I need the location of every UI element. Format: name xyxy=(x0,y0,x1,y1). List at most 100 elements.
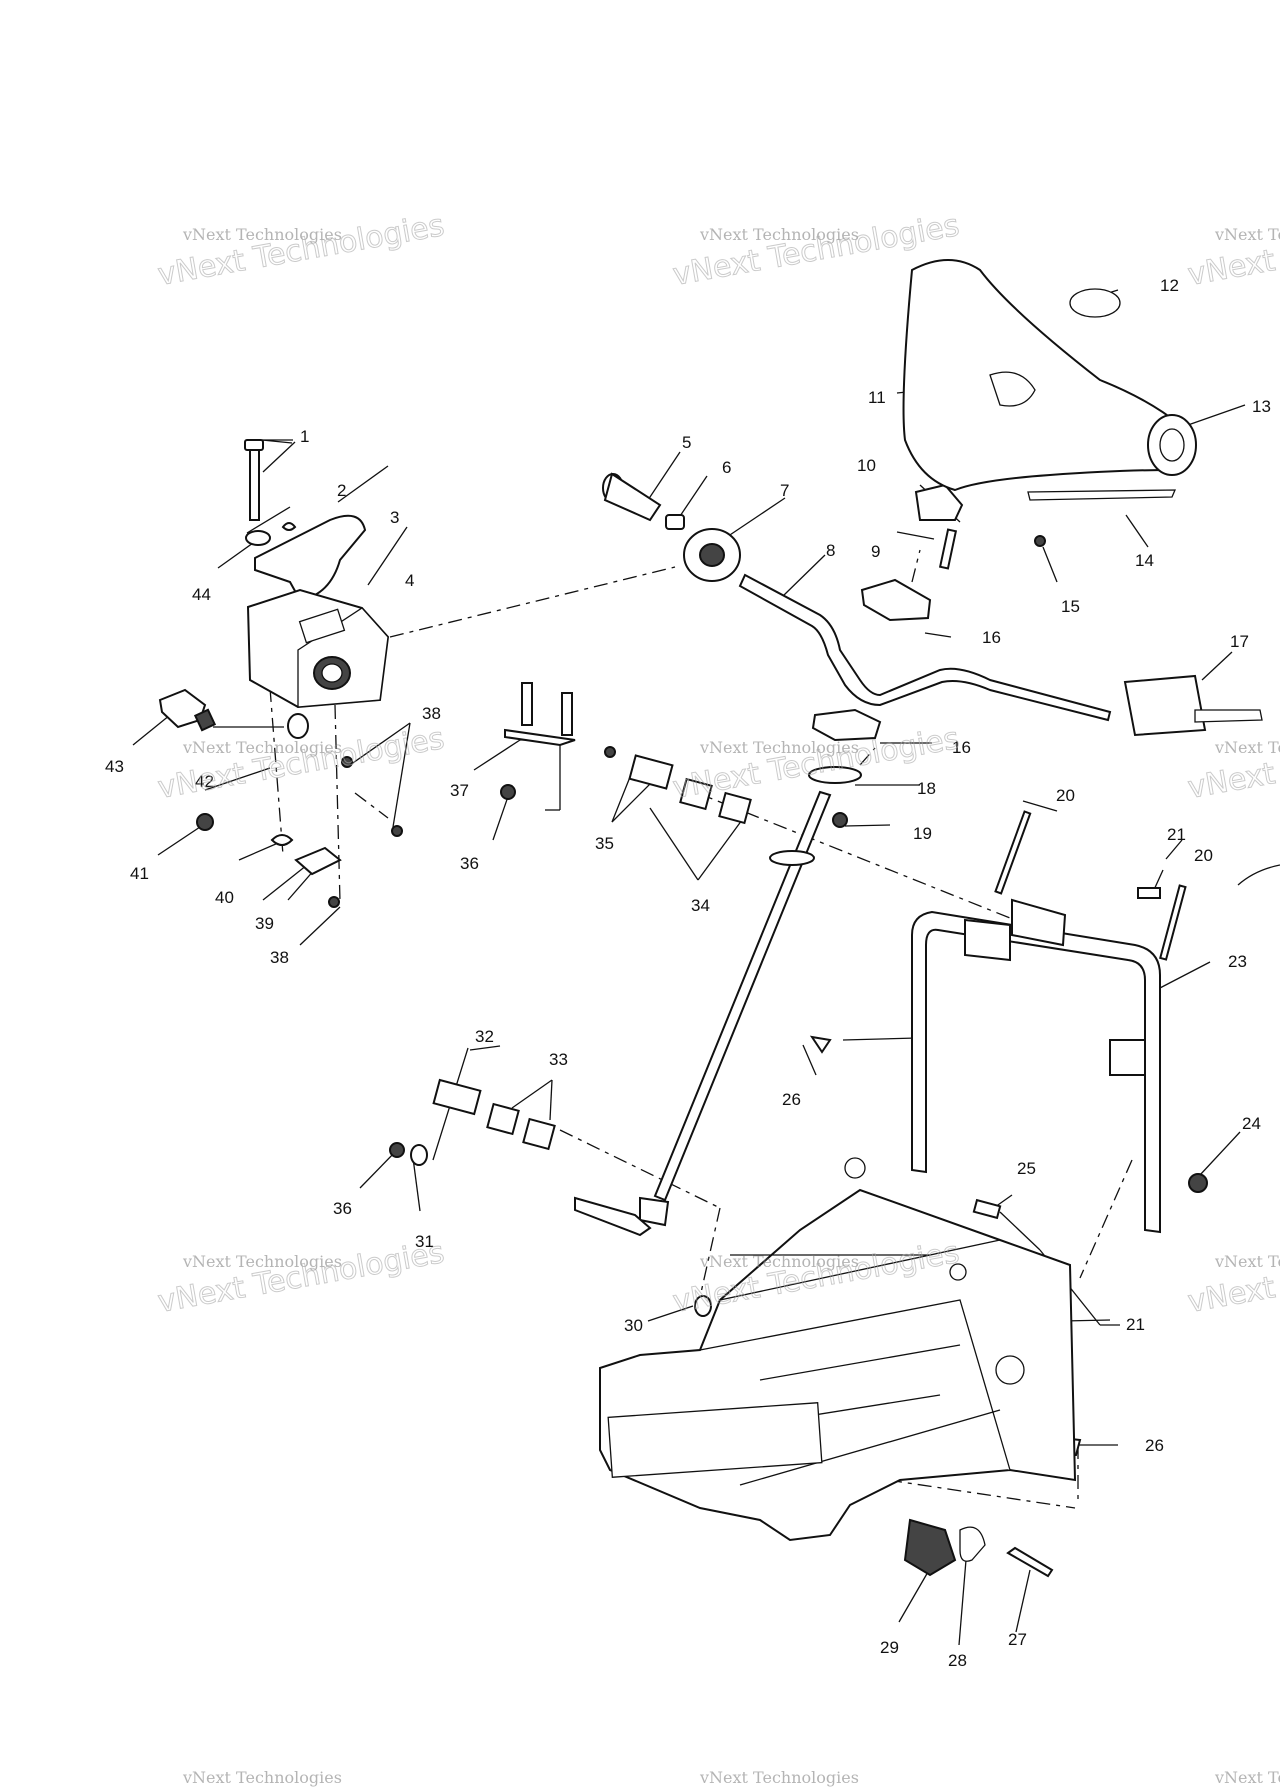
part-34-bushings xyxy=(679,777,752,825)
part-6-bushing xyxy=(665,514,685,530)
callout-37: 37 xyxy=(450,781,469,800)
watermark-big-7: vNext Technologies xyxy=(155,1235,447,1320)
part-3-bracket xyxy=(254,514,367,602)
callout-28: 28 xyxy=(948,1651,967,1670)
callout-42: 42 xyxy=(195,772,214,791)
part-20-bolt xyxy=(994,810,1032,895)
watermark-big-1: vNext Technologies xyxy=(155,208,447,293)
callout-13: 13 xyxy=(1252,397,1271,416)
part-19-nut xyxy=(832,812,848,828)
part-26-pushpin xyxy=(809,1035,832,1054)
callout-26b: 26 xyxy=(1145,1436,1164,1455)
part-9-pin xyxy=(938,528,958,570)
callout-41: 41 xyxy=(130,864,149,883)
callout-17: 17 xyxy=(1230,632,1249,651)
part-21-bolt xyxy=(1137,887,1161,899)
part-42-washer xyxy=(287,713,309,739)
callout-36: 36 xyxy=(460,854,479,873)
assembly-lines xyxy=(269,549,1133,1509)
callout-27: 27 xyxy=(1008,1630,1027,1649)
watermark-small-11: vNext Technologies xyxy=(699,1768,859,1787)
callout-35: 35 xyxy=(595,834,614,853)
part-38-screw-3 xyxy=(391,825,403,837)
part-38-screw-2 xyxy=(341,756,353,768)
callout-16b: 16 xyxy=(952,738,971,757)
callout-29: 29 xyxy=(880,1638,899,1657)
callout-12: 12 xyxy=(1160,276,1179,295)
part-partial-edge xyxy=(1237,864,1280,886)
callout-20: 20 xyxy=(1056,786,1075,805)
callout-8: 8 xyxy=(826,541,835,560)
callout-14: 14 xyxy=(1135,551,1154,570)
callout-33: 33 xyxy=(549,1050,568,1069)
callout-18: 18 xyxy=(917,779,936,798)
callout-32: 32 xyxy=(475,1027,494,1046)
part-16-clamp-2 xyxy=(811,708,882,742)
callout-2: 2 xyxy=(337,481,346,500)
callout-4: 4 xyxy=(405,571,414,590)
callout-30: 30 xyxy=(624,1316,643,1335)
part-10-clamp xyxy=(914,483,964,521)
part-33-bushing-2 xyxy=(522,1117,556,1151)
callout-21b: 21 xyxy=(1126,1315,1145,1334)
part-8-handlebar xyxy=(738,573,1112,722)
callout-25: 25 xyxy=(1017,1159,1036,1178)
part-1-bolt xyxy=(244,439,264,521)
part-23-steering-frame xyxy=(911,898,1161,1234)
part-16-clamp xyxy=(860,578,932,622)
callout-38: 38 xyxy=(422,704,441,723)
part-2-clip xyxy=(281,522,297,531)
watermark-big-9: vNext Technologies xyxy=(1185,1235,1280,1320)
part-17-throttle-control xyxy=(1123,674,1263,737)
part-13-handlebar-pad xyxy=(902,259,1197,492)
part-20-bolt-2 xyxy=(1159,884,1187,961)
callout-11: 11 xyxy=(868,388,886,407)
part-4-steering-block xyxy=(246,588,390,709)
callout-10: 10 xyxy=(857,456,876,475)
part-41-nut xyxy=(196,813,214,831)
part-5-grip xyxy=(602,472,662,522)
part-27-fastener xyxy=(1006,1546,1054,1578)
part-15-screw xyxy=(1034,535,1046,547)
callout-7: 7 xyxy=(780,481,789,500)
part-36-nut-2 xyxy=(389,1142,405,1158)
callout-26: 26 xyxy=(782,1090,801,1109)
watermark-small-9: vNext Technologies xyxy=(1214,1252,1280,1271)
part-38-screw xyxy=(328,896,340,908)
callout-6: 6 xyxy=(722,458,731,477)
part-32-bushing xyxy=(432,1078,482,1116)
part-36-nut xyxy=(500,784,516,800)
part-18-washer xyxy=(808,766,862,784)
callout-16: 16 xyxy=(982,628,1001,647)
watermark-big-6: vNext Technologies xyxy=(1185,721,1280,806)
part-29-reflector xyxy=(903,1518,957,1577)
callout-39: 39 xyxy=(255,914,274,933)
callout-19: 19 xyxy=(913,824,932,843)
part-31-washer xyxy=(410,1144,428,1166)
callout-31: 31 xyxy=(415,1232,434,1251)
watermark-small-1: vNext Technologies xyxy=(182,225,342,244)
part-33-bushing xyxy=(486,1102,520,1136)
callout-5: 5 xyxy=(682,433,691,452)
callout-44: 44 xyxy=(192,585,211,604)
watermark-small-10: vNext Technologies xyxy=(182,1768,342,1787)
callout-40: 40 xyxy=(215,888,234,907)
callout-1: 1 xyxy=(300,427,309,446)
watermark-small-12: vNext Technologies xyxy=(1214,1768,1280,1787)
watermark-small-4: vNext Technologies xyxy=(182,738,342,757)
watermark-small-7: vNext Technologies xyxy=(182,1252,342,1271)
part-24-nut xyxy=(1188,1173,1208,1193)
part-25-bolt xyxy=(972,1198,1002,1220)
callout-24: 24 xyxy=(1242,1114,1261,1133)
part-43-switch xyxy=(158,688,217,732)
part-40-clip xyxy=(270,834,294,846)
watermark-small-8: vNext Technologies xyxy=(699,1252,859,1271)
callout-20b: 20 xyxy=(1194,846,1213,865)
part-28-clip xyxy=(959,1526,986,1562)
part-35-bushings xyxy=(604,746,674,790)
part-30-steering-column xyxy=(574,790,832,1317)
callout-36b: 36 xyxy=(333,1199,352,1218)
callout-15: 15 xyxy=(1061,597,1080,616)
part-14-strip xyxy=(1027,489,1176,501)
